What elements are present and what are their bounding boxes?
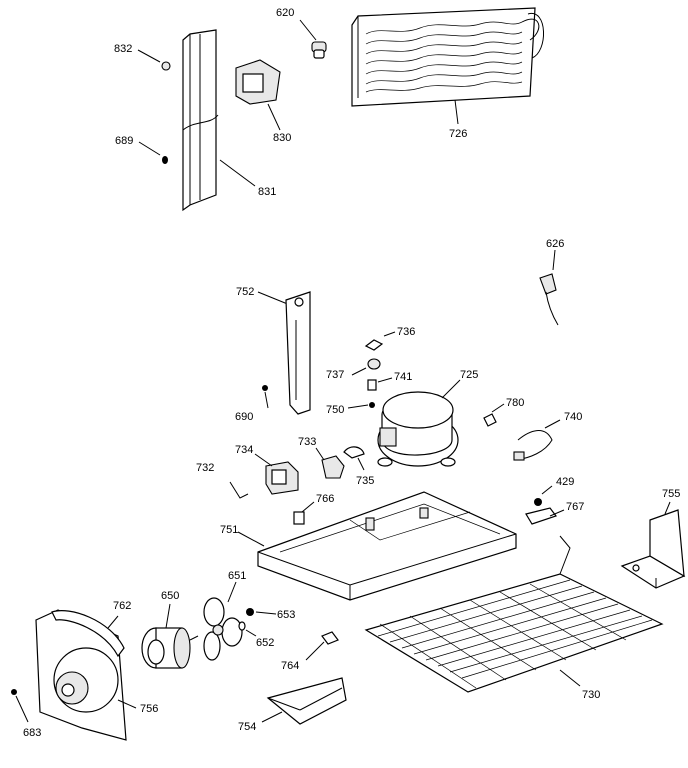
part-label: 620 <box>276 7 295 19</box>
screw-689 <box>138 141 168 164</box>
base-pan-751 <box>237 491 517 601</box>
part-label: 832 <box>114 43 133 55</box>
clip-764 <box>305 631 339 661</box>
part-label: 690 <box>235 411 254 423</box>
part-label: 626 <box>546 238 565 250</box>
part-label: 734 <box>235 444 254 456</box>
part-label: 752 <box>236 286 255 298</box>
fan-shroud-756-762 <box>35 609 137 741</box>
part-label: 750 <box>326 404 345 416</box>
part-label: 767 <box>566 501 585 513</box>
electrical-parts <box>229 446 365 499</box>
part-label: 735 <box>356 475 375 487</box>
part-label: 732 <box>196 462 215 474</box>
part-label: 725 <box>460 369 479 381</box>
power-cord-626 <box>539 249 559 326</box>
part-label: 650 <box>161 590 180 602</box>
condenser-coil-726 <box>351 7 544 125</box>
fan-motor-650 <box>141 603 199 669</box>
part-label: 831 <box>258 186 277 198</box>
clip-766 <box>293 501 315 525</box>
part-label: 652 <box>256 637 275 649</box>
bracket-752 <box>257 291 311 415</box>
part-label: 762 <box>113 600 132 612</box>
part-label: 737 <box>326 369 345 381</box>
part-label: 651 <box>228 570 247 582</box>
part-label: 730 <box>582 689 601 701</box>
part-label: 764 <box>281 660 300 672</box>
part-label: 830 <box>273 132 292 144</box>
part-label: 741 <box>394 371 413 383</box>
screw-683 <box>11 689 29 723</box>
part-label: 683 <box>23 727 42 739</box>
coil-730 <box>364 535 664 693</box>
clip-780 <box>483 403 505 427</box>
relay-830 <box>235 59 281 131</box>
part-label: 751 <box>220 524 239 536</box>
parts-736-737-741-750 <box>347 331 396 409</box>
channel-831 <box>182 29 256 212</box>
part-label: 726 <box>449 128 468 140</box>
bracket-755 <box>620 501 686 589</box>
screw-429-bracket-767 <box>525 485 565 525</box>
part-label: 740 <box>564 411 583 423</box>
part-label: 733 <box>298 436 317 448</box>
nut-653-washer-652 <box>238 608 277 637</box>
part-label: 766 <box>316 493 335 505</box>
part-label: 755 <box>662 488 681 500</box>
part-label: 689 <box>115 135 134 147</box>
screw-690 <box>262 385 269 409</box>
harness-740 <box>513 419 561 461</box>
part-label: 653 <box>277 609 296 621</box>
fan-blade-651 <box>203 581 243 661</box>
screw-832 <box>137 49 171 71</box>
trough-754 <box>261 677 347 725</box>
part-label: 780 <box>506 397 525 409</box>
part-label: 754 <box>238 721 257 733</box>
compressor-725 <box>377 379 461 467</box>
part-label: 736 <box>397 326 416 338</box>
part-label: 756 <box>140 703 159 715</box>
part-label: 429 <box>556 476 575 488</box>
grommet-620 <box>299 19 327 59</box>
